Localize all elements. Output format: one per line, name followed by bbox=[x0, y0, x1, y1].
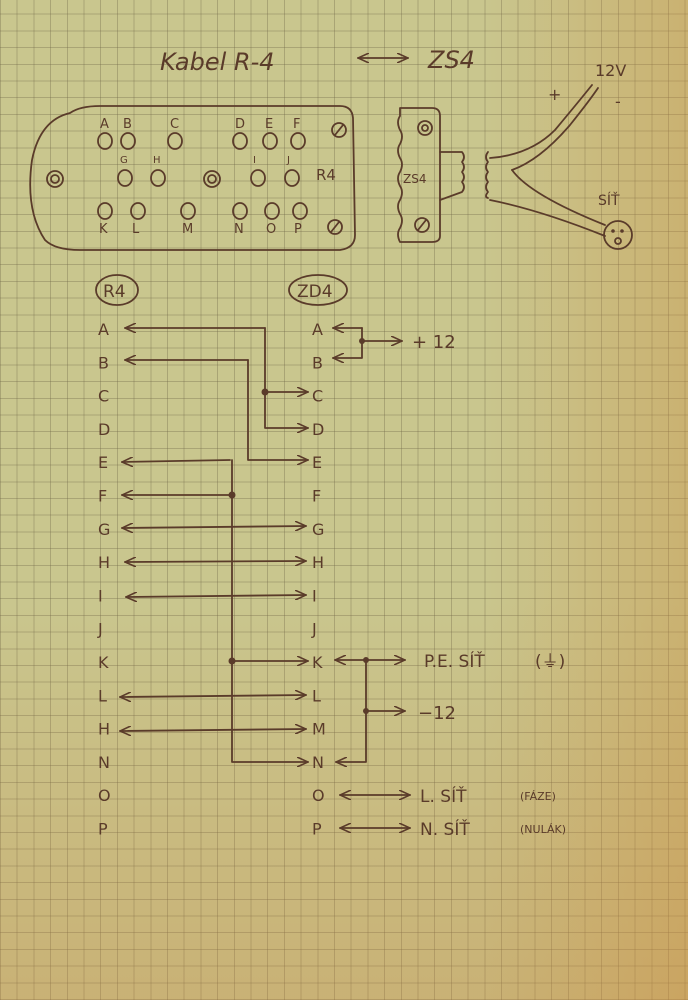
pin-label: O bbox=[266, 222, 276, 237]
zd4-pin-row: I bbox=[312, 586, 317, 605]
pin-label: D bbox=[235, 117, 245, 132]
pin-label: B bbox=[123, 117, 132, 132]
n-line-label: N. SÍŤ bbox=[420, 818, 470, 840]
zd4-pin-row: H bbox=[312, 553, 324, 572]
pin-label: L bbox=[132, 222, 140, 237]
pin-hole bbox=[290, 132, 306, 150]
pin-hole bbox=[264, 202, 280, 220]
zd4-pin-row: M bbox=[312, 720, 326, 739]
pin-label: A bbox=[100, 117, 109, 132]
pin-hole bbox=[150, 169, 166, 187]
zs4-label: ZS4 bbox=[403, 172, 426, 186]
zd4-pin-row: C bbox=[312, 387, 323, 406]
r4-pin-row: L bbox=[98, 686, 107, 705]
r4-pin-row: G bbox=[98, 520, 110, 539]
l-line-label: L. SÍŤ bbox=[420, 785, 467, 807]
pin-hole bbox=[120, 132, 136, 150]
pe-label: P.E. SÍŤ bbox=[424, 650, 485, 672]
r4-pin-row: N bbox=[98, 753, 110, 772]
r4-pin-row: A bbox=[98, 320, 109, 339]
wires bbox=[120, 328, 410, 828]
zd4-pin-row: D bbox=[312, 420, 324, 439]
right-header: ZD4 bbox=[297, 282, 333, 302]
zd4-pin-row: J bbox=[311, 620, 317, 639]
zd4-pin-row: P bbox=[312, 820, 322, 839]
l-line-note: (FÁZE) bbox=[520, 790, 556, 803]
zd4-pin-row: F bbox=[312, 487, 321, 506]
plus12-label: + 12 bbox=[412, 332, 456, 353]
minus-label: - bbox=[615, 92, 621, 111]
pin-label: I bbox=[253, 155, 256, 166]
zd4-pin-row: O bbox=[312, 786, 325, 805]
pin-hole bbox=[284, 169, 300, 187]
pin-hole bbox=[167, 132, 183, 150]
pin-hole bbox=[117, 169, 133, 187]
voltage-label: 12V bbox=[595, 61, 626, 80]
pin-hole bbox=[97, 132, 113, 150]
pin-label: E bbox=[265, 117, 273, 132]
r4-pin-row: K bbox=[98, 653, 109, 672]
r4-label: R4 bbox=[316, 166, 336, 184]
zs4-connector-drawing: ZS4 12V + - SÍŤ bbox=[397, 61, 633, 250]
pin-label: C bbox=[170, 117, 179, 132]
title: Kabel R-4 ZS4 bbox=[160, 46, 475, 76]
pin-hole bbox=[130, 202, 146, 220]
r4-pin-row: E bbox=[98, 453, 108, 472]
plus-label: + bbox=[548, 85, 561, 104]
pin-label: K bbox=[99, 222, 108, 237]
r4-pin-row: C bbox=[98, 387, 109, 406]
zd4-pin-row: G bbox=[312, 520, 324, 539]
pin-label: H bbox=[153, 155, 161, 166]
r4-pin-row: P bbox=[98, 820, 108, 839]
pin-label: J bbox=[286, 155, 290, 166]
r4-pin-row: D bbox=[98, 420, 110, 439]
r4-pin-row: H bbox=[98, 553, 110, 572]
pin-hole bbox=[292, 202, 308, 220]
title-right: ZS4 bbox=[427, 46, 475, 74]
mains-label: SÍŤ bbox=[598, 192, 620, 209]
zd4-pin-row: A bbox=[312, 320, 323, 339]
pin-hole bbox=[262, 132, 278, 150]
pin-label: N bbox=[234, 222, 244, 237]
pin-label: F bbox=[293, 117, 300, 132]
r4-pin-row: B bbox=[98, 353, 109, 372]
left-header: R4 bbox=[103, 282, 126, 302]
title-left: Kabel R-4 bbox=[160, 48, 275, 76]
pin-label: G bbox=[120, 155, 128, 166]
zd4-pin-row: K bbox=[312, 653, 323, 672]
pin-label: M bbox=[182, 222, 193, 237]
pin-hole bbox=[232, 132, 248, 150]
pin-hole bbox=[97, 202, 113, 220]
pin-hole bbox=[250, 169, 266, 187]
r4-pin-row: J bbox=[97, 620, 103, 639]
zd4-pin-row: B bbox=[312, 353, 323, 372]
r4-pin-row: I bbox=[98, 586, 103, 605]
pin-hole bbox=[232, 202, 248, 220]
zd4-pin-row: N bbox=[312, 753, 324, 772]
r4-pin-row: H bbox=[98, 720, 110, 739]
pin-label: P bbox=[294, 222, 302, 237]
zd4-pin-row: E bbox=[312, 453, 322, 472]
r4-pin-row: O bbox=[98, 786, 111, 805]
pin-hole bbox=[180, 202, 196, 220]
minus12-label: −12 bbox=[418, 703, 456, 724]
r4-pin-row: F bbox=[98, 487, 107, 506]
ground-symbol: (⏚) bbox=[535, 652, 565, 672]
n-line-note: (NULÁK) bbox=[520, 823, 566, 836]
mains-plug-icon bbox=[603, 220, 633, 250]
zd4-pin-row: L bbox=[312, 686, 321, 705]
